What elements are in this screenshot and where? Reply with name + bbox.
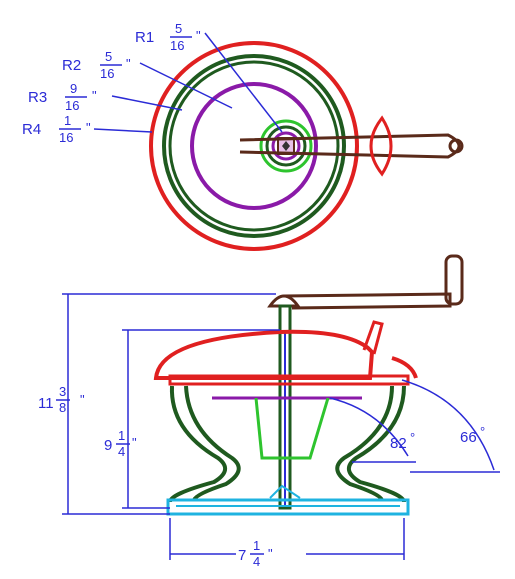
- drive-shaft: [278, 304, 292, 510]
- svg-text:5: 5: [105, 49, 112, 64]
- base-plate: [166, 498, 410, 516]
- base-width-label: 7 1 4 ": [238, 538, 273, 569]
- svg-text:R1: R1: [135, 29, 154, 46]
- svg-text:1: 1: [118, 428, 125, 443]
- svg-text:": ": [126, 56, 131, 71]
- hopper-circle: [190, 82, 318, 210]
- svg-text:8: 8: [59, 400, 66, 415]
- svg-text:1: 1: [64, 113, 71, 128]
- svg-text:11: 11: [38, 395, 54, 412]
- svg-text:16: 16: [59, 130, 73, 145]
- body-ring-inner: [168, 60, 340, 232]
- body-left: [168, 385, 241, 503]
- bowl-lip: [362, 320, 384, 355]
- bowl-rim: [168, 374, 410, 386]
- radius-label-1: R1 5 16 ": [135, 21, 201, 53]
- svg-text:°: °: [410, 430, 415, 445]
- radius-label-3: R3 9 16 ": [28, 81, 97, 113]
- body-ring-outer: [162, 54, 346, 238]
- crank-knob-top: [448, 138, 464, 154]
- svg-text:16: 16: [100, 66, 114, 81]
- svg-text:4: 4: [118, 444, 125, 459]
- svg-text:3: 3: [59, 384, 66, 399]
- svg-text:": ": [80, 392, 85, 407]
- side-view: [153, 254, 464, 516]
- svg-text:4: 4: [253, 554, 260, 569]
- crank-arm-top: [239, 133, 461, 159]
- radius-label-2: R2 5 16 ": [62, 49, 131, 81]
- top-view: [149, 41, 464, 251]
- inner-angle-label: 82 °: [390, 430, 415, 452]
- body-height-label: 9 1 4 ": [104, 428, 137, 459]
- svg-text:5: 5: [175, 21, 182, 36]
- svg-text:16: 16: [65, 98, 79, 113]
- crank-cap: [267, 294, 301, 308]
- burr-ring: [259, 119, 313, 173]
- svg-text:R2: R2: [62, 57, 81, 74]
- overall-height-label: 11 3 8 ": [38, 384, 85, 415]
- body-right: [335, 385, 406, 503]
- svg-text:7: 7: [238, 547, 246, 564]
- dimension-lines: [62, 293, 500, 560]
- burr-cone: [254, 397, 330, 460]
- svg-text:": ": [196, 28, 201, 43]
- bowl-lid: [153, 329, 375, 380]
- svg-text:9: 9: [70, 81, 77, 96]
- outer-rim-circle: [149, 41, 359, 251]
- crank-arm-side: [283, 292, 452, 310]
- svg-text:16: 16: [170, 38, 184, 53]
- radius-leaders: [93, 32, 283, 133]
- svg-text:": ": [92, 88, 97, 103]
- svg-text:1: 1: [253, 538, 260, 553]
- svg-text:R4: R4: [22, 121, 41, 138]
- radius-label-4: R4 1 16 ": [22, 113, 91, 145]
- svg-text:66: 66: [460, 429, 477, 446]
- svg-text:9: 9: [104, 437, 112, 454]
- svg-text:": ": [268, 546, 273, 561]
- crank-handle: [444, 254, 464, 306]
- svg-text:82: 82: [390, 435, 407, 452]
- spout-outline-top: [369, 115, 393, 177]
- svg-text:R3: R3: [28, 89, 47, 106]
- outer-angle-label: 66 °: [460, 424, 485, 446]
- svg-text:": ": [132, 435, 137, 450]
- svg-text:°: °: [480, 424, 485, 439]
- svg-text:": ": [86, 120, 91, 135]
